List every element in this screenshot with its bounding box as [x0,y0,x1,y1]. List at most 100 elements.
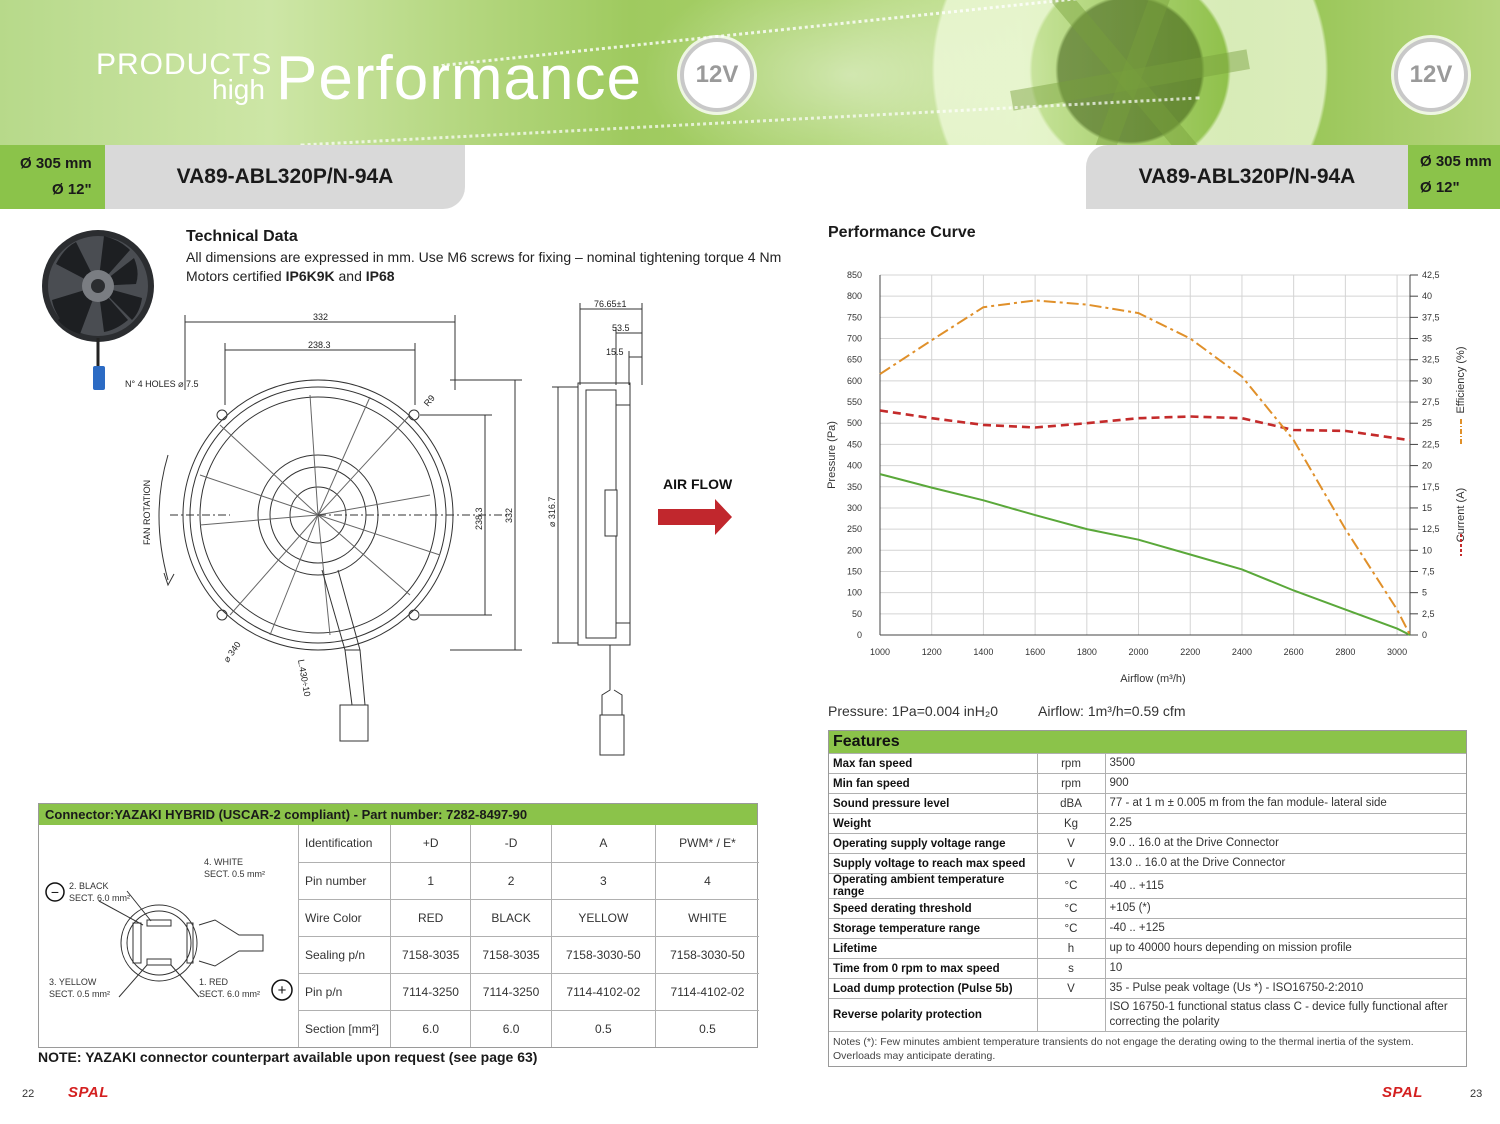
pin-yellow-label: 3. YELLOW [49,977,97,987]
y-tick-label: 850 [847,270,862,280]
feature-unit: s [1036,958,1105,979]
feature-name: Sound pressure level [829,793,1037,814]
x-tick-label: 1800 [1077,647,1097,657]
feature-name: Speed derating threshold [829,898,1037,919]
feature-value: up to 40000 hours depending on mission p… [1104,938,1466,959]
connector-header: Connector:YAZAKI HYBRID (USCAR-2 complia… [39,804,757,825]
series-line-efficiency [879,299,1411,636]
features-notes: Notes (*): Few minutes ambient temperatu… [829,1030,1466,1066]
connector-row-label: Pin p/n [298,972,391,1010]
connector-body: − + 4. WHITE SECT. 0.5 mm² 2. BLACK SECT… [39,825,759,1047]
connector-cell: 7114-4102-02 [654,972,759,1010]
pin-white-section: SECT. 0.5 mm² [204,869,265,879]
connector-cell: 7158-3035 [389,935,471,973]
y-tick-label: 150 [847,566,862,576]
feature-unit [1036,998,1105,1031]
chart-x-axis-label: Airflow (m³/h) [1120,673,1185,685]
connector-cell: YELLOW [550,898,656,936]
connector-cell: 0.5 [654,1009,759,1047]
diameter-in-right: Ø 12" [1420,179,1460,196]
y-tick-label: 500 [847,418,862,428]
connector-cell: 4 [654,861,759,899]
feature-name: Load dump protection (Pulse 5b) [829,978,1037,999]
feature-unit: V [1036,853,1105,874]
feature-unit: V [1036,978,1105,999]
feature-name: Supply voltage to reach max speed [829,853,1037,874]
x-tick-label: 1000 [870,647,890,657]
connector-cell: 2 [470,861,552,899]
x-tick-label: 3000 [1387,647,1407,657]
pin-black-section: SECT. 6.0 mm² [69,893,130,903]
feature-name: Operating supply voltage range [829,833,1037,854]
connector-row-label: Sealing p/n [298,935,391,973]
connector-cell: 0.5 [550,1009,656,1047]
x-tick-label: 2600 [1284,647,1304,657]
y2-tick-label: 42,5 [1422,270,1440,280]
air-flow-arrow-icon [658,499,732,535]
x-tick-label: 2800 [1335,647,1355,657]
brand-high: high [212,74,265,105]
feature-value: -40 .. +125 [1104,918,1466,939]
y-tick-label: 650 [847,355,862,365]
feature-value: 2.25 [1104,813,1466,834]
connector-cell: BLACK [470,898,552,936]
cert-and: and [334,268,366,284]
technical-data-line1: All dimensions are expressed in mm. Use … [186,249,782,265]
series-line-pressure [879,473,1411,636]
connector-cell: 7114-3250 [389,972,471,1010]
fan-product-image [42,230,154,390]
feature-name: Lifetime [829,938,1037,959]
feature-name: Time from 0 rpm to max speed [829,958,1037,979]
feature-value: 35 - Pulse peak voltage (Us *) - ISO1675… [1104,978,1466,999]
x-tick-label: 1600 [1025,647,1045,657]
y2-tick-label: 20 [1422,461,1432,471]
x-tick-label: 1200 [922,647,942,657]
chart-current-axis-label: Current (A) [1455,488,1467,542]
x-tick-label: 2200 [1180,647,1200,657]
feature-value: 10 [1104,958,1466,979]
connector-cell: 6.0 [389,1009,471,1047]
connector-row-label: Identification [298,825,391,862]
units-airflow: Airflow: 1m³/h=0.59 cfm [1038,703,1186,719]
y-tick-label: 400 [847,461,862,471]
y2-tick-label: 30 [1422,376,1432,386]
technical-data-line2: Motors certified IP6K9K and IP68 [186,268,395,284]
feature-name: Weight [829,813,1037,834]
series-line-current [879,409,1411,442]
size-box-left: Ø 305 mm Ø 12" [0,145,105,209]
y2-tick-label: 15 [1422,503,1432,513]
connector-cell: +D [389,825,471,862]
y2-tick-label: 5 [1422,588,1427,598]
pin-red-label: 1. RED [199,977,229,987]
brand-performance: Performance [276,44,642,113]
diameter-in-left: Ø 12" [52,181,92,198]
y2-tick-label: 10 [1422,545,1432,555]
feature-name: Reverse polarity protection [829,998,1037,1031]
voltage-badge-left: 12V [680,38,754,112]
y2-tick-label: 27,5 [1422,397,1440,407]
y2-tick-label: 17,5 [1422,482,1440,492]
connector-row-label: Wire Color [298,898,391,936]
y2-tick-label: 12,5 [1422,524,1440,534]
model-name-right: VA89-ABL320P/N-94A [1086,145,1408,209]
dim-535: 53.5 [612,323,630,333]
technical-drawing: 332 238.3 N° 4 HOLES ⌀ 7.5 R9 FAN ROTATI… [125,299,733,756]
air-flow-label: AIR FLOW [663,476,733,492]
y2-tick-label: 7,5 [1422,566,1435,576]
x-tick-label: 1400 [973,647,993,657]
diameter-mm-left: Ø 305 mm [20,155,92,172]
performance-chart: 0501001502002503003504004505005506006507… [826,270,1467,685]
feature-unit: °C [1036,918,1105,939]
feature-unit: rpm [1036,773,1105,794]
